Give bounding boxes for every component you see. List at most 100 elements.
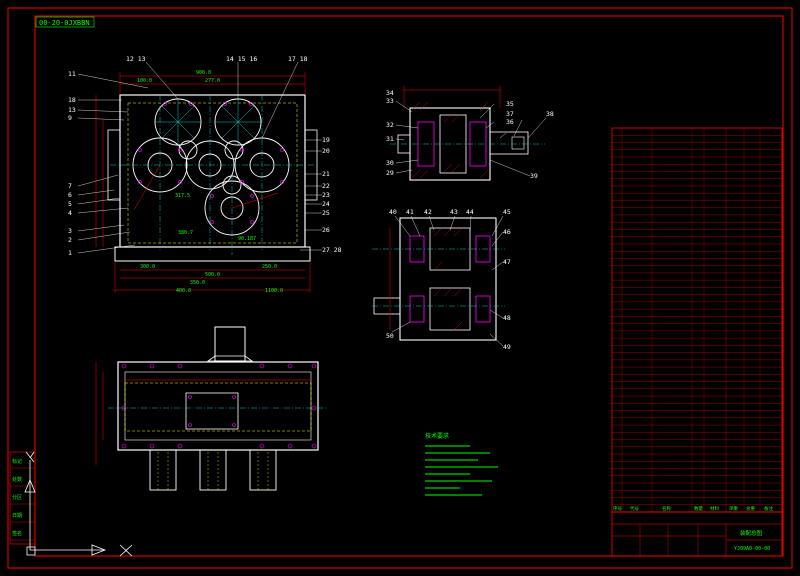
callout-number: 4 [68,209,72,217]
dim-bottom-total: 1100.0 [265,288,283,294]
dim-bottom-a: 300.0 [140,264,155,270]
callout-number: 17 18 [288,55,308,63]
shaft-mid [199,449,227,491]
callout-number: 32 [386,121,394,129]
section-b-leaders [391,215,504,347]
front-leaders [77,61,322,254]
shaft-right [249,449,277,491]
callout-number: 42 [424,208,432,216]
gear-mid-joint-a [178,140,198,160]
dim-bottom-b: 250.0 [262,264,277,270]
section-b-bearing-ll [409,295,425,323]
callout-number: 12 13 [126,55,146,63]
callout-number: 35 [506,100,514,108]
parts-table-header: 序号代号名称数量材料单重总重备注 [613,505,773,512]
shaft-left [149,449,177,491]
callout-number: 27 28 [322,246,342,254]
callout-number: 41 [406,208,414,216]
dim-top-mid: 277.0 [205,78,220,84]
callout-number: 25 [322,209,330,217]
title-block-code: YJ09A0-00-00 [734,546,770,552]
callout-number: 21 [322,170,330,178]
parts-table-column-header: 代号 [630,505,639,512]
callout-number: 37 [506,110,514,118]
callout-number: 23 [322,191,330,199]
plan-housing [117,361,319,451]
callout-number: 13 [68,106,76,114]
notes-heading: 技术要求 [425,432,449,440]
parts-table-grid [612,128,782,512]
callout-number: 3 [68,227,72,235]
parts-table-column-header: 序号 [613,505,622,512]
dim-bottom-d: 350.0 [190,280,205,286]
left-strip-label: 标记 [12,458,22,465]
plan-dimensions [95,362,311,465]
callout-number: 48 [503,314,511,322]
callout-number: 18 [68,96,76,104]
callout-number: 46 [503,228,511,236]
callout-number: 34 [386,89,394,97]
dim-top-left: 100.0 [137,78,152,84]
parts-table-column-header: 材料 [710,505,719,512]
parts-table: 序号代号名称数量材料单重总重备注 [611,127,783,513]
front-dimensions [95,72,311,293]
section-a-shaft-right [489,131,529,155]
gearbox-base [114,246,311,262]
dim-bottom-e: 400.0 [176,288,191,294]
title-block-frame [611,511,783,557]
section-b-hatch [433,227,463,331]
callout-number: 7 [68,182,72,190]
callout-number: 22 [322,182,330,190]
upper-gears [154,98,262,146]
outer-border [7,7,793,569]
section-b-gear-lower [429,287,471,331]
plan-bolts [121,363,317,449]
callout-number: 5 [68,200,72,208]
parts-table-column-header: 备注 [764,505,773,512]
left-strip-label: 日期 [12,513,22,519]
housing-inner [127,102,298,244]
callout-number: 36 [506,118,514,126]
callout-number: 20 [322,147,330,155]
callout-number: 44 [466,208,474,216]
technical-notes: 技术要求 [425,432,498,496]
front-dimension-text: 900.0 100.0 277.0 317.5 380.7 90.187 300… [137,70,283,294]
plan-cover [185,392,239,430]
parts-table-column-header: 单重 [729,505,738,512]
callout-number: 14 15 16 [226,55,257,63]
left-strip-label: 签名 [12,530,22,537]
section-b-bearing-lr [475,295,491,323]
plan-view [95,326,328,491]
gear-mid-joint-b [224,140,244,160]
parts-table-column-header: 名称 [662,505,671,512]
dim-radius-b: 380.7 [178,230,193,236]
callout-number: 47 [503,258,511,266]
motor-adapter [206,355,254,362]
callout-number: 43 [450,208,458,216]
callout-number: 11 [68,70,76,78]
callout-number: 39 [530,172,538,180]
header-code: 00-20-0JXBBN [39,19,90,27]
callout-number: 31 [386,135,394,143]
parts-table-column-header: 数量 [694,505,703,512]
callout-number: 1 [68,249,72,257]
front-view: 900.0 100.0 277.0 317.5 380.7 90.187 300… [77,61,322,294]
notes-lines [425,445,498,496]
dim-radius-a: 317.5 [175,193,190,199]
left-strip-label: 分区 [12,494,22,501]
title-block: 装配总图 YJ09A0-00-00 [611,511,783,557]
gear-bolt-holes [138,102,284,224]
callout-number: 45 [503,208,511,216]
plan-housing-inner [124,371,312,441]
section-view-a [390,86,547,181]
dim-top-overall: 900.0 [196,70,211,76]
ucs-axis-icon [24,451,133,557]
callout-number: 9 [68,114,72,122]
callout-number: 19 [322,136,330,144]
